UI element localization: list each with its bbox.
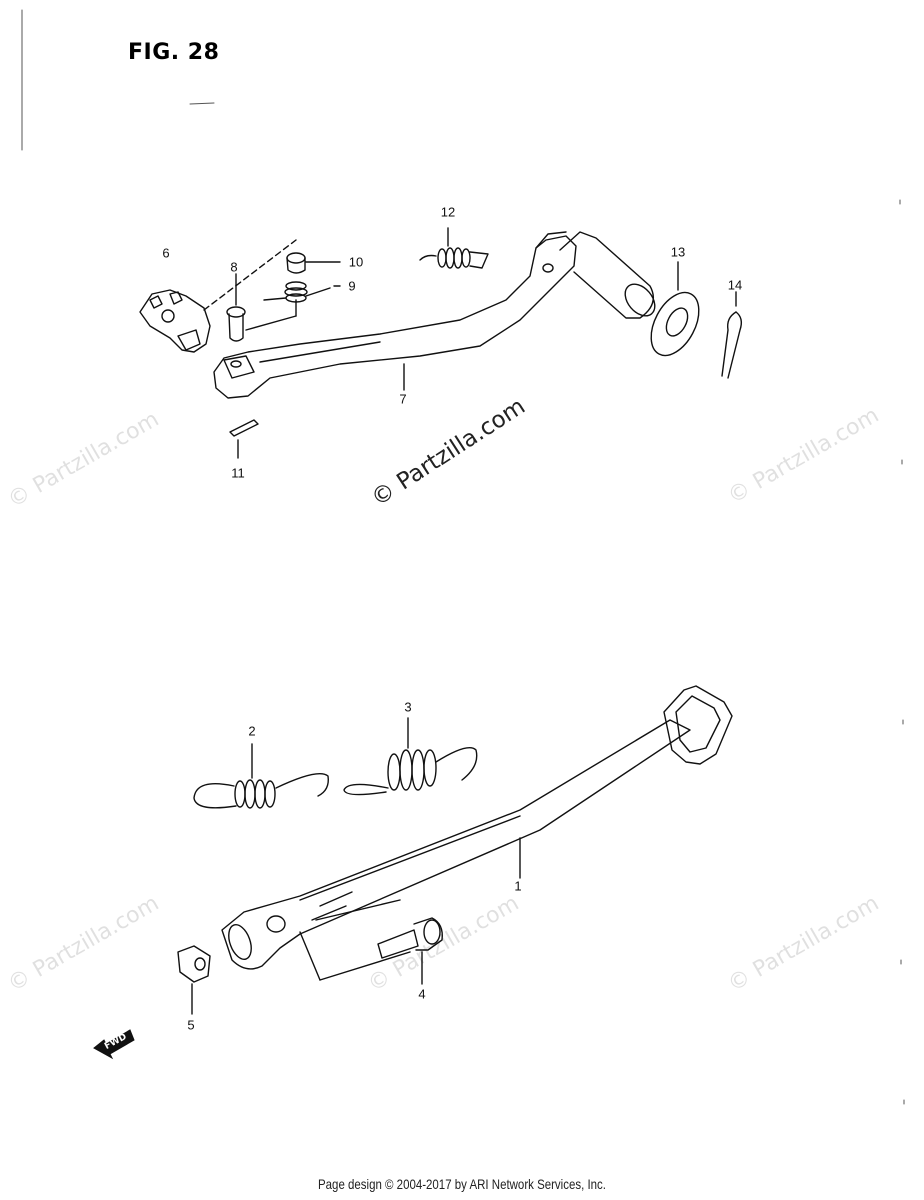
- part-5-nut: [177, 945, 211, 1015]
- callout-13: 13: [670, 244, 686, 260]
- callout-5: 5: [187, 1017, 195, 1033]
- footer-copyright: Page design © 2004-2017 by ARI Network S…: [318, 1176, 606, 1192]
- callout-2: 2: [248, 723, 256, 739]
- callout-8: 8: [230, 259, 238, 275]
- part-1-side-stand: [221, 685, 733, 981]
- callout-12: 12: [440, 204, 456, 220]
- part-10-bushing: [286, 252, 341, 274]
- callout-10: 10: [348, 254, 364, 270]
- part-14-cotter-pin: [721, 291, 743, 379]
- part-12-spring: [419, 227, 489, 269]
- scan-edge-marks: [21, 9, 905, 1105]
- part-2-stand-spring: [193, 743, 329, 809]
- figure-title: FIG. 28: [128, 40, 220, 65]
- part-3-stand-spring: [343, 717, 478, 796]
- callout-3: 3: [404, 699, 412, 715]
- forward-arrow-icon: [93, 1029, 135, 1060]
- part-9-return-spring: [245, 281, 341, 331]
- part-11-clip: [229, 419, 259, 459]
- callout-1: 1: [514, 878, 522, 894]
- callout-6: 6: [162, 245, 170, 261]
- part-4-bolt: [377, 917, 443, 985]
- callout-9: 9: [348, 278, 356, 294]
- callout-14: 14: [727, 277, 743, 293]
- callout-4: 4: [418, 986, 426, 1002]
- part-13-washer: [650, 261, 700, 357]
- callout-11: 11: [231, 465, 245, 481]
- part-8-pivot-pin: [226, 273, 246, 342]
- part-7-brake-pedal: [213, 231, 656, 399]
- callout-7: 7: [399, 391, 407, 407]
- part-6-pedal-bracket: [139, 239, 297, 353]
